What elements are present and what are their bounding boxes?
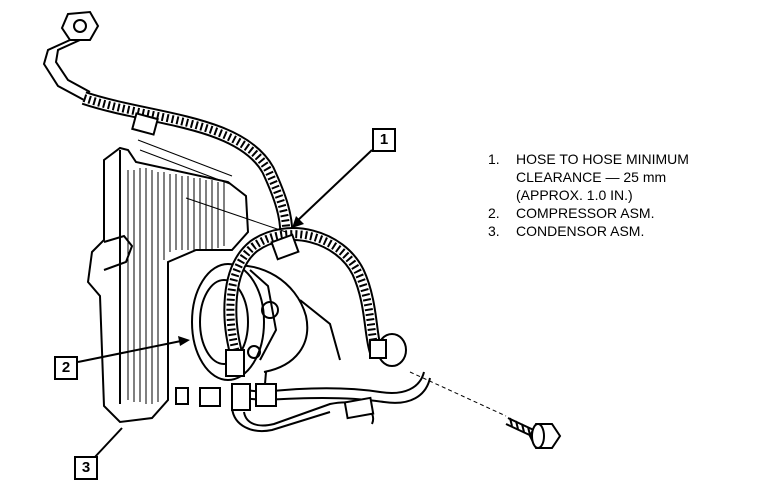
callout-1-hose: 1 [372,128,396,152]
loop-hose [223,227,383,363]
legend-text: CONDENSOR ASM. [516,223,645,239]
condenser-fins [127,139,233,404]
callout-2-compressor: 2 [54,356,78,380]
lower-fittings [175,383,277,411]
bolt [505,417,562,449]
long-hose [81,91,294,241]
legend-text: COMPRESSOR ASM. [516,205,655,221]
legend-number: 2. [488,205,500,221]
lower-lines [231,371,431,432]
callout-3-condensor: 3 [74,456,98,480]
hose-clamp [131,112,159,136]
legend-item-2: 2. COMPRESSOR ASM. [488,204,689,222]
leader-lines [77,149,373,459]
hose-fittings [225,233,407,377]
leader-arrowheads [178,216,304,346]
legend-item-3: 3. CONDENSOR ASM. [488,222,689,240]
upper-pipe [42,10,100,101]
legend-number: 3. [488,223,500,239]
compressor-assembly [191,263,341,381]
legend-number: 1. [488,151,500,167]
bolt-alignment-line [409,371,507,417]
condenser-assembly [86,146,250,424]
